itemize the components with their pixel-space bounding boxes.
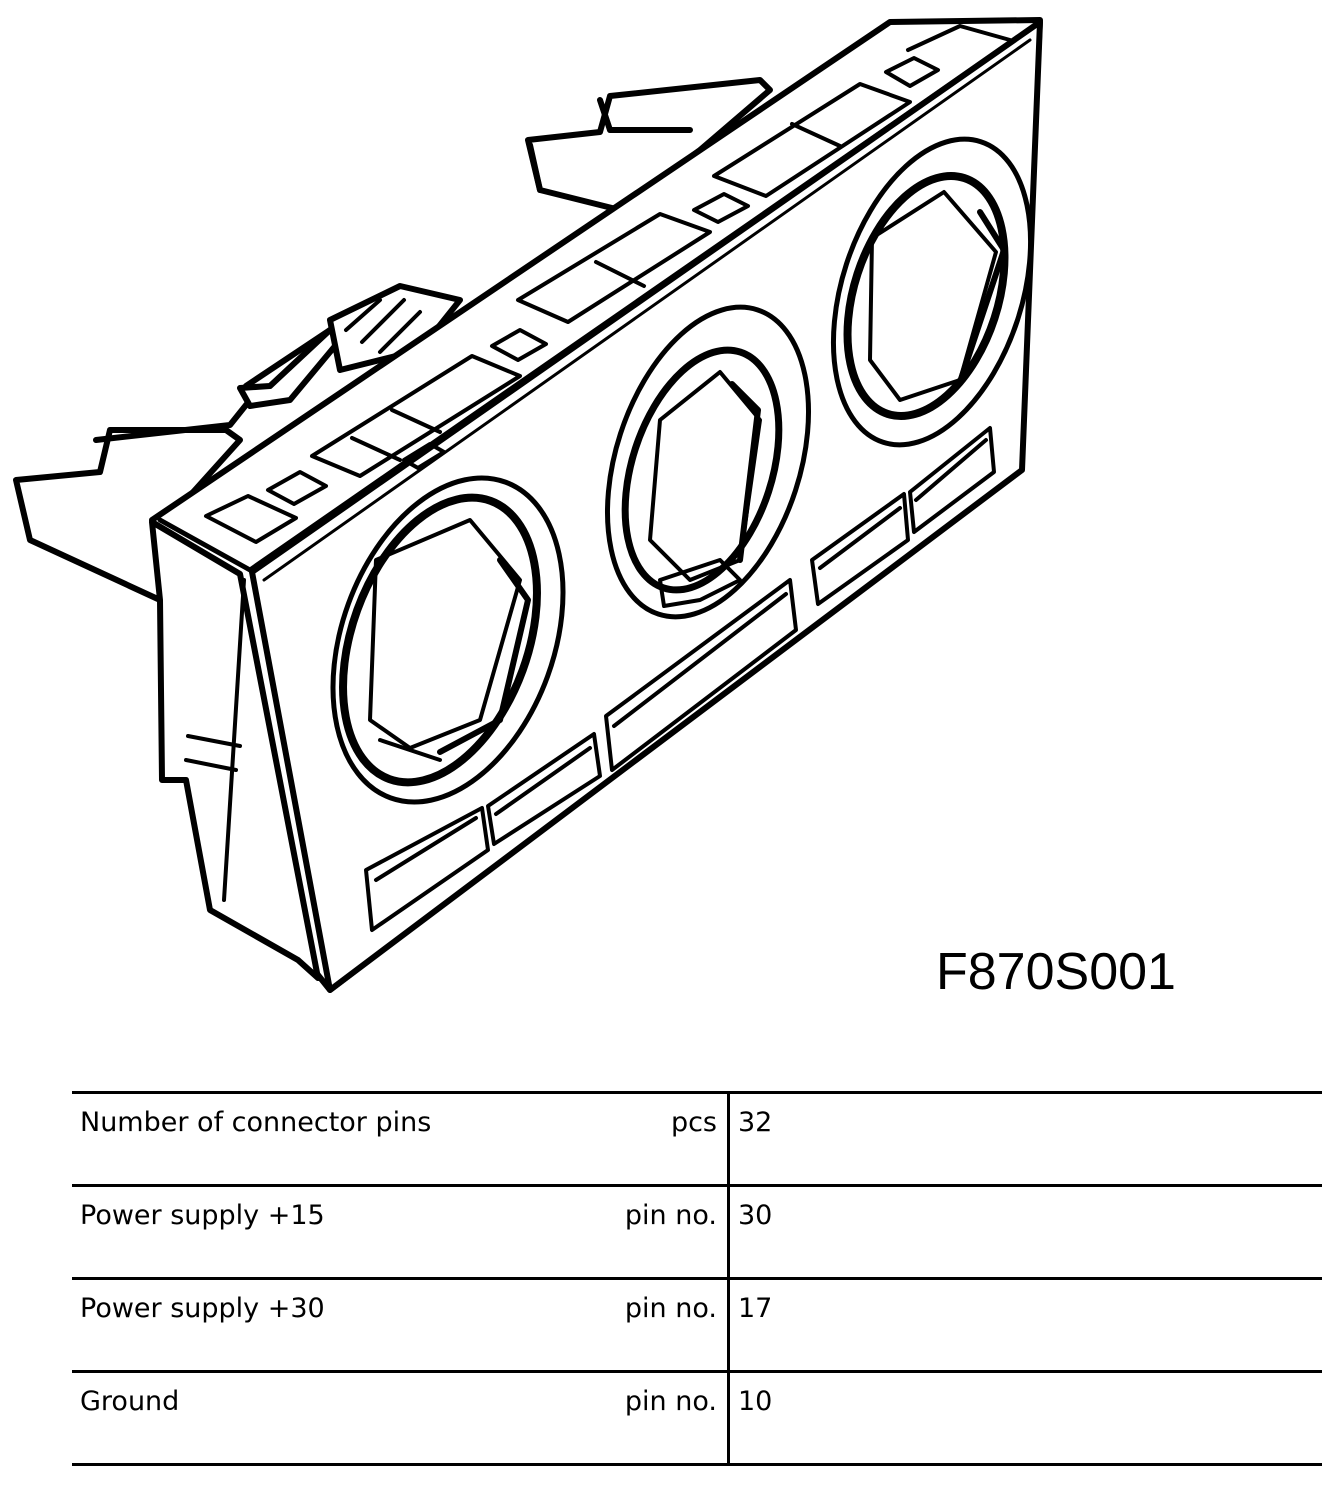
- row-label: Power supply +15: [80, 1200, 325, 1231]
- table-row: Power supply +30 pin no. 17: [72, 1277, 1322, 1373]
- left-knob: [330, 475, 566, 805]
- row-value: 32: [727, 1091, 1322, 1187]
- connector-spec-table: Number of connector pins pcs 32 Power su…: [72, 1091, 1322, 1466]
- panel-buttons: [364, 426, 996, 932]
- row-unit: pin no.: [624, 1200, 717, 1231]
- row-value: 10: [727, 1370, 1322, 1466]
- row-unit: pcs: [670, 1107, 717, 1138]
- indicator-slots: [204, 24, 1012, 544]
- right-knob: [830, 136, 1034, 448]
- row-unit: pin no.: [624, 1293, 717, 1324]
- row-value: 30: [727, 1184, 1322, 1280]
- row-label: Number of connector pins: [80, 1107, 432, 1138]
- row-label: Power supply +30: [80, 1293, 325, 1324]
- table-row: Number of connector pins pcs 32: [72, 1091, 1322, 1187]
- center-knob: [604, 304, 812, 620]
- table-row: Ground pin no. 10: [72, 1370, 1322, 1466]
- figure-id-label: F870S001: [936, 943, 1176, 1001]
- table-row: Power supply +15 pin no. 30: [72, 1184, 1322, 1280]
- row-unit: pin no.: [624, 1386, 717, 1417]
- climate-control-panel-illustration: [13, 17, 1043, 993]
- row-value: 17: [727, 1277, 1322, 1373]
- rear-connector-brackets: [13, 77, 773, 603]
- row-label: Ground: [80, 1386, 180, 1417]
